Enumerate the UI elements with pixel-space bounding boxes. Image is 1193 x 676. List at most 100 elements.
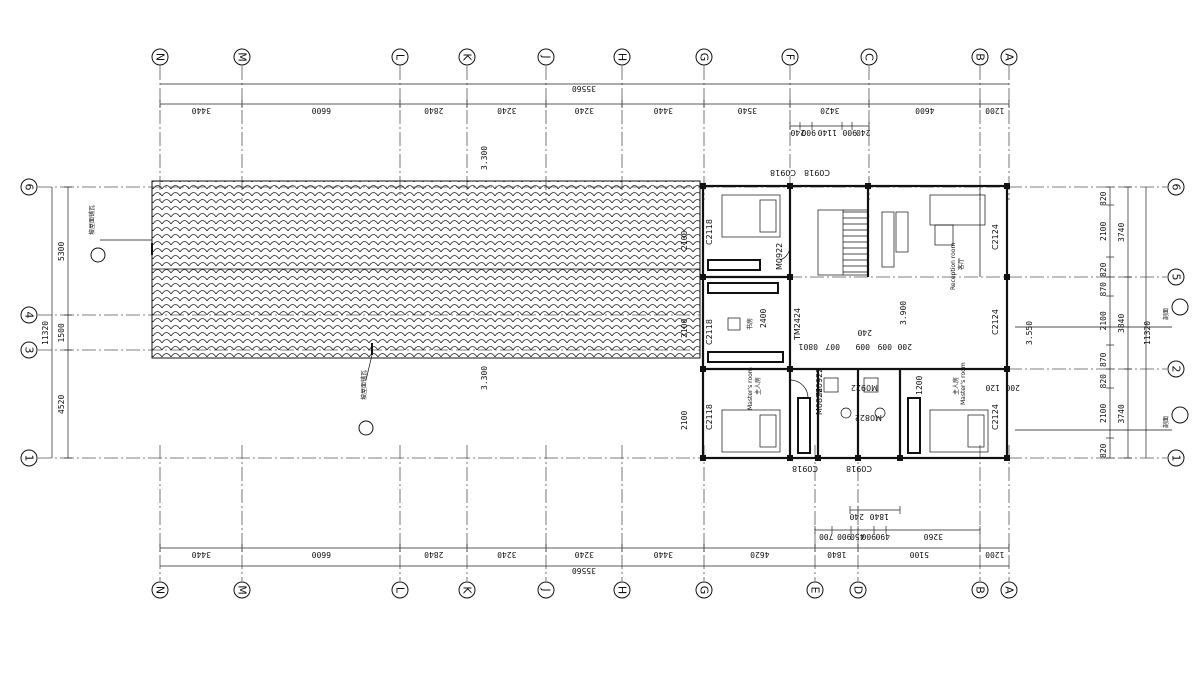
inner-dim-5: 007 [825, 342, 840, 351]
grid-bubble-bottom-M [233, 581, 251, 599]
study-desk [727, 317, 741, 331]
grid-label-right-5: 5 [1170, 274, 1183, 281]
column-8 [787, 366, 793, 372]
wardrobe-5 [907, 397, 921, 454]
column-10 [700, 455, 706, 461]
inner-dim-2: 2100 [680, 319, 689, 338]
section-callout-2: 剖面 [1015, 406, 1189, 431]
inner-dim-12: 120 [985, 383, 1000, 392]
grid-bubble-top-L [391, 48, 409, 66]
inner-dim-3: 2100 [680, 411, 689, 430]
grid-label-right-2: 2 [1170, 366, 1183, 373]
dim-bot-sub2-label-1: 1840 [870, 512, 889, 521]
grid-bubble-right-6 [1167, 178, 1185, 196]
window-label-0: C0918 [770, 168, 796, 177]
grid-bubble-top-M [233, 48, 251, 66]
dim-bot-sub-label-2: 450 [850, 532, 865, 541]
grid-bubble-right-5 [1167, 268, 1185, 286]
grid-label-bottom-E: E [809, 587, 822, 594]
grid-bubble-bottom-E [806, 581, 824, 599]
dim-bot-seg-label-5: 3440 [654, 550, 673, 559]
structural-columns [700, 183, 1010, 461]
wardrobe-3 [707, 351, 784, 363]
dim-bot-sub-label-1: 900 [837, 532, 852, 541]
dim-bot-seg-label-8: 5100 [910, 550, 929, 559]
dim-right-sub-label-4: 2100 [1099, 311, 1108, 330]
dim-bot-seg-label-6: 4620 [750, 550, 769, 559]
grid-bubble-top-F [781, 48, 799, 66]
inner-dim-1: 2400 [759, 309, 768, 328]
window-label-5: C2118 [705, 319, 714, 345]
grid-bubble-bottom-L [391, 581, 409, 599]
dim-right-seg-label-1: 3840 [1117, 314, 1126, 333]
grid-bubble-top-A [1000, 48, 1018, 66]
grid-label-bottom-N: N [154, 586, 167, 594]
grid-bubble-bottom-J [537, 581, 555, 599]
window-label-3: C0918 [846, 464, 872, 473]
grid-label-bottom-H: H [616, 586, 629, 594]
grid-bubble-left-6 [20, 178, 38, 196]
grid-bubble-top-H [613, 48, 631, 66]
dim-right-sub-label-2: 820 [1099, 262, 1108, 277]
window-label-1: C0918 [804, 168, 830, 177]
window-label-4: C2118 [705, 219, 714, 245]
door-label-5: M0822 [855, 413, 882, 422]
dim-top-sub-label-0: 240 [790, 128, 805, 137]
inner-dim-9: 240 [857, 328, 872, 337]
door-label-2: M0922 [815, 368, 824, 395]
inner-dim-7: 009 [877, 342, 892, 351]
dim-right-sub-label-8: 820 [1099, 443, 1108, 458]
dim-bot-seg-label-2: 2840 [424, 550, 443, 559]
grid-bubble-left-1 [20, 449, 38, 467]
level-mark-3: 3.900 [899, 301, 908, 325]
grid-label-top-G: G [698, 53, 711, 62]
grid-label-bottom-B: B [974, 586, 987, 594]
column-9 [1004, 366, 1010, 372]
dim-bot-sub-label-4: 490 [875, 532, 890, 541]
grid-bubble-bottom-G [695, 581, 713, 599]
column-11 [787, 455, 793, 461]
dim-top-seg-label-1: 6600 [312, 106, 331, 115]
column-1 [787, 183, 793, 189]
grid-bubble-bottom-B [971, 581, 989, 599]
grid-bubble-top-C [860, 48, 878, 66]
bed-lower-left [721, 409, 781, 453]
grid-label-right-6: 6 [1170, 184, 1183, 191]
door-label-3: M0922 [851, 383, 878, 392]
grid-bubble-top-K [458, 48, 476, 66]
grid-label-bottom-G: G [698, 586, 711, 595]
column-7 [700, 366, 706, 372]
living-furniture [881, 194, 986, 268]
window-label-6: C2118 [705, 404, 714, 430]
dim-top-seg-label-5: 3440 [654, 106, 673, 115]
grid-label-top-L: L [394, 54, 407, 61]
staircase [817, 209, 869, 276]
level-mark-4: 3.550 [1025, 321, 1034, 345]
grid-label-bottom-M: M [236, 585, 249, 595]
grid-label-left-4: 4 [23, 312, 36, 319]
dim-bot-seg-label-3: 3240 [497, 550, 516, 559]
wardrobe-1 [707, 259, 761, 271]
room-label-master-2: Master's room [960, 362, 967, 405]
section-tag-1: 剖面 [1162, 308, 1170, 320]
dim-left-seg-label-1: 1500 [57, 323, 66, 342]
window-label-9: C2124 [991, 404, 1000, 430]
dim-top-seg-label-6: 3540 [738, 106, 757, 115]
roof-note-2: 坡屋面铺瓦 [358, 343, 374, 436]
grid-label-top-F: F [784, 54, 797, 60]
dim-bot-seg-label-9: 1200 [985, 550, 1004, 559]
column-2 [865, 183, 871, 189]
door-swing-2 [779, 246, 791, 261]
room-label-master-1-cn: 主人房 [754, 377, 762, 395]
dim-top-sub-label-2: 1140 [818, 128, 837, 137]
bed-lower-right [929, 409, 989, 453]
dim-bot-sub2-label-0: 240 [849, 512, 864, 521]
grid-label-top-B: B [974, 53, 987, 61]
